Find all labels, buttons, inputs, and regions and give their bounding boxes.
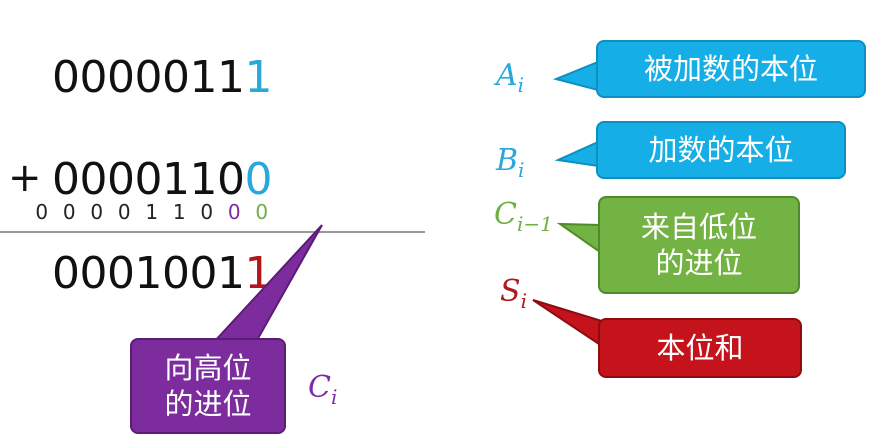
label-c-out-base: C: [308, 370, 331, 405]
callout-c-in: 来自低位 的进位: [598, 196, 800, 294]
label-a-base: A: [496, 58, 518, 93]
label-a-sub: i: [517, 73, 525, 97]
pointer-c-out: [211, 224, 323, 343]
label-b-base: B: [496, 143, 519, 178]
callout-a-text: 被加数的本位: [643, 51, 818, 86]
operand-a-digit: 0: [107, 52, 135, 103]
result-digit: 0: [162, 248, 190, 299]
operand-b-digit: 0: [134, 154, 163, 205]
result-digit: 0: [52, 248, 80, 299]
operand-b-digit: 1: [162, 154, 190, 205]
result-row: 0 0 0 1 0 0 1 1: [52, 248, 273, 299]
callout-b-text: 加数的本位: [648, 132, 794, 167]
label-c-in-sub: i−1: [516, 212, 553, 236]
carry-out-digit: 0: [227, 200, 241, 224]
label-c-out-sub: i: [330, 385, 338, 409]
label-b-sub: i: [518, 158, 525, 182]
operand-b-digit: 1: [189, 154, 218, 205]
operand-b-digit: 0: [52, 154, 80, 205]
callout-c-in-line1: 来自低位: [640, 209, 757, 244]
result-digit: 1: [217, 248, 245, 299]
plus-sign: +: [8, 155, 42, 201]
pointer-c-in: [556, 222, 601, 254]
callout-s: 本位和: [598, 318, 802, 378]
callout-s-text: 本位和: [656, 330, 744, 365]
operand-a-digit: 1: [189, 52, 218, 103]
carry-digit: 1: [145, 200, 159, 224]
carry-digit: 0: [62, 200, 76, 224]
label-s-i: Si: [500, 274, 527, 313]
carry-digit: 1: [172, 200, 186, 224]
result-digit: 1: [134, 248, 163, 299]
pointer-s: [532, 299, 606, 350]
callout-a: 被加数的本位: [596, 40, 866, 98]
operand-a-digit: 0: [79, 52, 108, 103]
operand-a-digit: 0: [134, 52, 163, 103]
carry-digit: 0: [90, 200, 104, 224]
operand-a-digit: 0: [52, 52, 80, 103]
operand-a-lsb-digit: 1: [244, 52, 273, 103]
callout-c-out-line2: 的进位: [164, 387, 252, 421]
pointer-b: [554, 140, 599, 168]
operand-b-lsb-digit: 0: [244, 154, 273, 205]
carry-digit: 0: [35, 200, 49, 224]
carry-row: 0 0 0 0 1 1 0 0 0: [28, 200, 276, 224]
label-s-base: S: [500, 274, 521, 309]
label-c-out: Ci: [308, 370, 337, 409]
operand-a-digit: 1: [217, 52, 245, 103]
label-a-i: Ai: [496, 58, 524, 97]
result-digit: 0: [189, 248, 218, 299]
carry-digit: 0: [117, 200, 131, 224]
callout-c-out-line1: 向高位: [164, 350, 252, 385]
operand-a-row: 0 0 0 0 0 1 1 1: [52, 52, 273, 103]
label-c-in: Ci−1: [494, 197, 553, 236]
operand-b-digit: 0: [107, 154, 135, 205]
callout-c-in-line2: 的进位: [655, 246, 743, 280]
sum-divider-line: [0, 231, 425, 233]
result-digit: 0: [107, 248, 135, 299]
label-s-sub: i: [520, 289, 527, 313]
operand-b-digit: 0: [79, 154, 108, 205]
label-c-in-base: C: [494, 197, 517, 232]
label-b-i: Bi: [496, 143, 524, 182]
result-digit: 0: [79, 248, 108, 299]
pointer-a: [552, 60, 599, 92]
callout-c-out: 向高位 的进位: [130, 338, 286, 434]
carry-digit: 0: [200, 200, 214, 224]
operand-b-digit: 0: [217, 154, 245, 205]
operand-b-row: 0 0 0 0 1 1 0 0: [52, 154, 273, 205]
callout-b: 加数的本位: [596, 121, 846, 179]
operand-a-digit: 0: [162, 52, 190, 103]
carry-in-digit: 0: [255, 200, 269, 224]
